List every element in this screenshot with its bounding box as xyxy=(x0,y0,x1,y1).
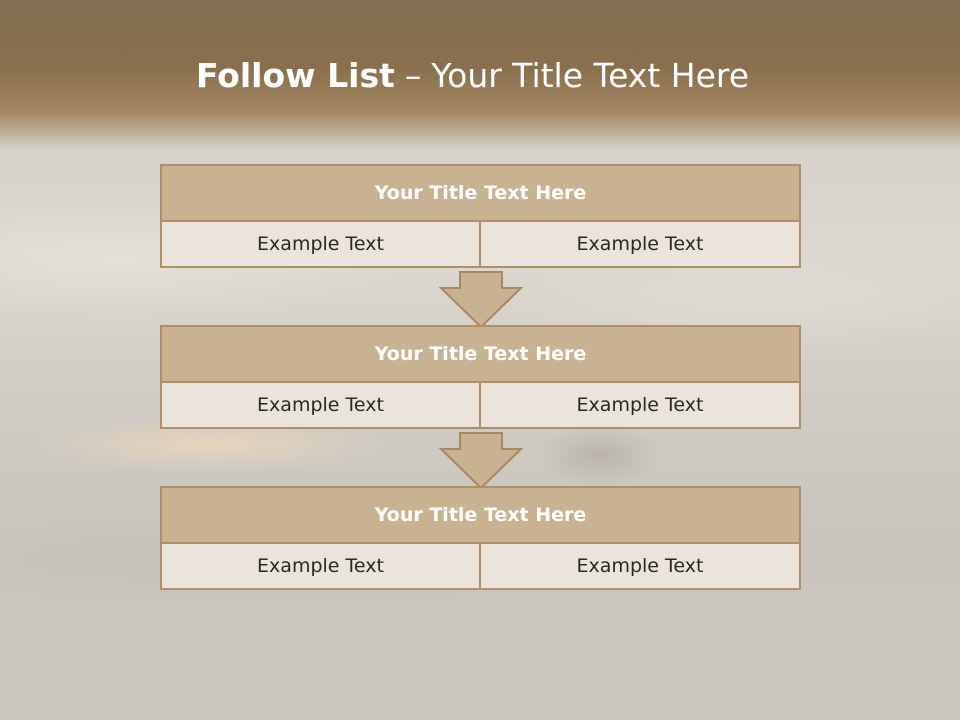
block-cell-left: Example Text xyxy=(160,381,481,429)
down-arrow-icon xyxy=(438,432,524,490)
block-cell-right: Example Text xyxy=(479,381,801,429)
header-band xyxy=(0,0,960,150)
title-bold: Follow List xyxy=(195,56,395,95)
block-cell-left: Example Text xyxy=(160,220,481,268)
block-title: Your Title Text Here xyxy=(160,164,801,222)
slide-title: Follow List–Your Title Text Here xyxy=(0,56,945,95)
title-separator: – xyxy=(404,56,422,95)
block-cell-left: Example Text xyxy=(160,542,481,590)
block-title: Your Title Text Here xyxy=(160,325,801,383)
block-cell-right: Example Text xyxy=(479,220,801,268)
down-arrow-icon xyxy=(438,271,524,329)
block-title: Your Title Text Here xyxy=(160,486,801,544)
title-rest: Your Title Text Here xyxy=(431,56,750,95)
block-cell-right: Example Text xyxy=(479,542,801,590)
